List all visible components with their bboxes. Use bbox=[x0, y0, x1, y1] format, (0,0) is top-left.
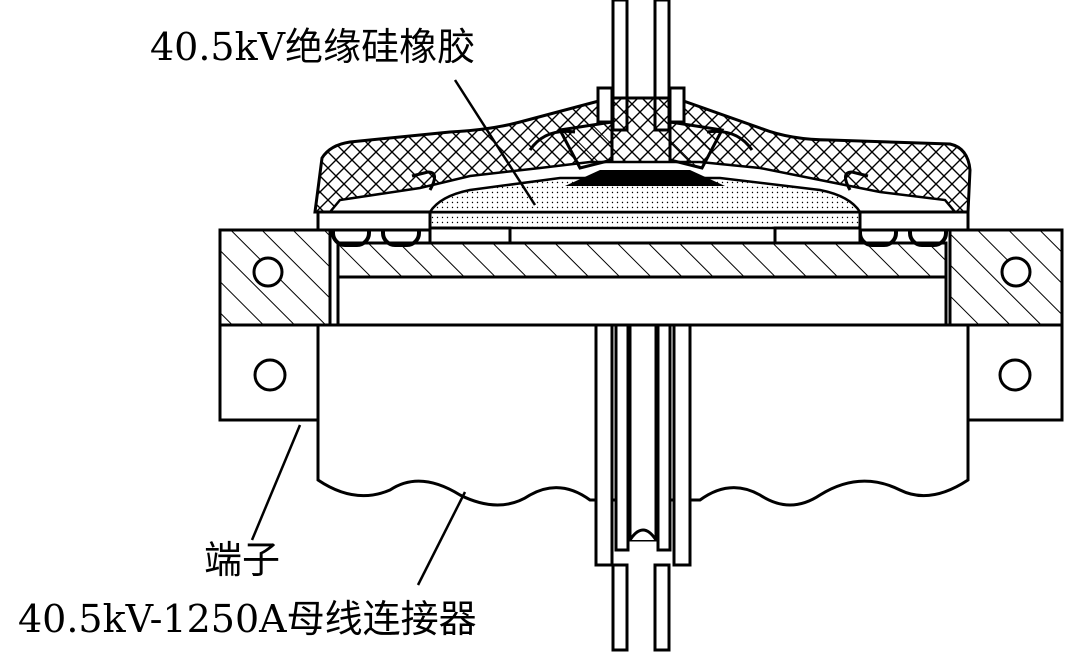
central-contact bbox=[565, 170, 725, 186]
cap-clips bbox=[411, 170, 869, 191]
bus-bars bbox=[594, 323, 692, 652]
leader-lines bbox=[250, 79, 537, 586]
label-terminal: 端子 bbox=[204, 538, 281, 582]
terminal-lugs bbox=[218, 323, 1064, 422]
plate-body bbox=[336, 275, 948, 327]
retaining-strips bbox=[316, 210, 970, 245]
top-clamps bbox=[528, 86, 754, 170]
label-connector: 40.5kV-1250A母线连接器 bbox=[18, 597, 477, 641]
bolt-holes-top bbox=[252, 256, 1032, 288]
inner-plate bbox=[336, 241, 948, 279]
label-silicone-rubber: 40.5kV绝缘硅橡胶 bbox=[150, 25, 476, 69]
